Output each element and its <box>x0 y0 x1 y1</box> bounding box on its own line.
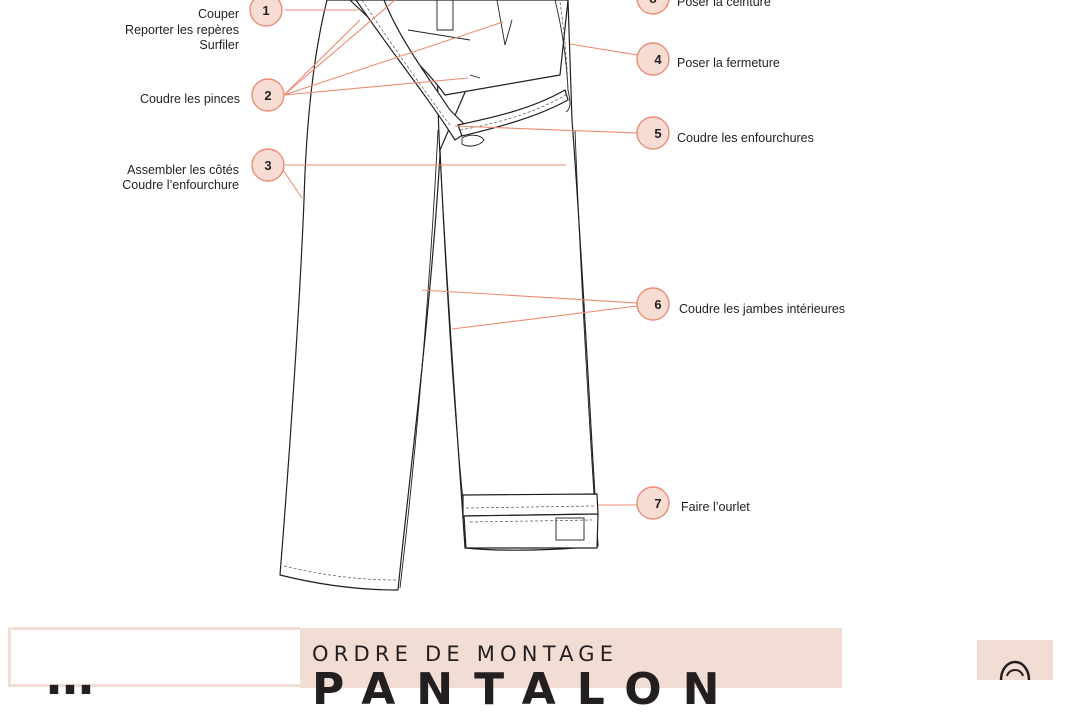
step-label: Reporter les repères <box>125 23 239 37</box>
step-7: 7 Faire l’ourlet <box>636 486 750 520</box>
leader-lines <box>282 0 638 506</box>
step-2: 2 Coudre les pinces <box>140 78 285 112</box>
step-label: Poser la fermeture <box>677 56 780 70</box>
step-label: Assembler les côtés <box>127 163 239 177</box>
footer-title-band: ORDRE DE MONTAGE PANTALON <box>300 628 842 715</box>
step-4: 4 Poser la fermeture <box>636 42 780 76</box>
brand-logo-text: … <box>46 650 98 706</box>
step-marker <box>251 78 285 112</box>
hanger-icon <box>999 660 1031 681</box>
step-marker <box>636 42 670 76</box>
footer-title: PANTALON <box>312 664 741 715</box>
step-marker <box>636 287 670 321</box>
step-label: Poser la ceinture <box>677 0 771 9</box>
step-label: Couper <box>198 7 239 21</box>
step-1: 1 Couper Reporter les repères Surfiler <box>125 0 283 52</box>
step-label: Coudre l’enfourchure <box>122 178 239 192</box>
step-number: 6 <box>654 297 661 312</box>
step-number: 7 <box>654 496 661 511</box>
step-number: 2 <box>264 88 271 103</box>
step-number: 3 <box>264 158 271 173</box>
step-8: 8 Poser la ceinture <box>636 0 771 15</box>
step-6: 6 Coudre les jambes intérieures <box>636 287 845 321</box>
logo-badge <box>977 640 1053 681</box>
footer-subtitle: ORDRE DE MONTAGE <box>312 642 619 666</box>
step-label: Surfiler <box>199 38 239 52</box>
step-3: 3 Assembler les côtés Coudre l’enfourchu… <box>122 148 285 192</box>
step-5: 5 Coudre les enfourchures <box>636 116 814 150</box>
step-marker <box>636 116 670 150</box>
step-label: Coudre les enfourchures <box>677 131 814 145</box>
trousers-illustration <box>279 0 599 591</box>
step-number: 8 <box>649 0 656 6</box>
step-label: Coudre les jambes intérieures <box>679 302 845 316</box>
step-number: 5 <box>654 126 661 141</box>
step-marker <box>636 486 670 520</box>
step-label: Coudre les pinces <box>140 92 240 106</box>
step-marker <box>251 148 285 182</box>
assembly-diagram: 1 Couper Reporter les repères Surfiler 2… <box>122 0 845 591</box>
step-number: 4 <box>654 52 662 67</box>
step-label: Faire l’ourlet <box>681 500 750 514</box>
step-marker <box>249 0 283 27</box>
step-marker <box>636 0 670 15</box>
step-number: 1 <box>262 3 269 18</box>
